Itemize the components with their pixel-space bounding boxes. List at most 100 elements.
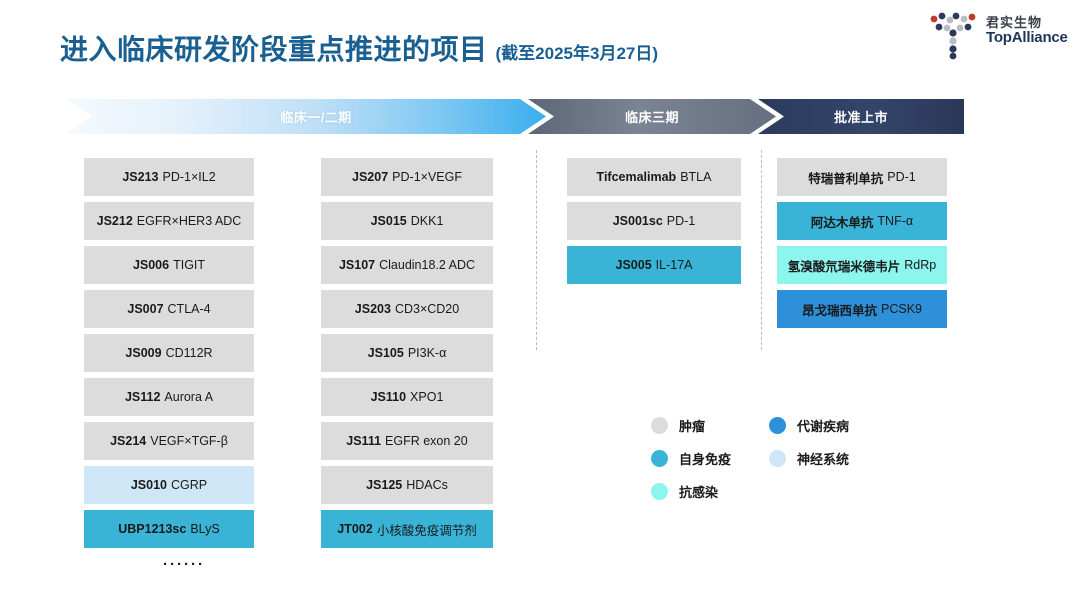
pipeline-card-target: PD-1 — [887, 170, 916, 184]
pipeline-card-code: JS001sc — [612, 214, 663, 228]
pipeline-card-code: JS112 — [124, 390, 161, 404]
phase-chevron-clinical-1-2: 临床一/二期 — [66, 99, 546, 134]
legend-color-dot — [769, 450, 786, 467]
pipeline-card-target: 小核酸免疫调节剂 — [376, 523, 477, 538]
pipeline-card-target: TNF-α — [877, 214, 914, 228]
pipeline-card-code: JS110 — [370, 390, 407, 404]
pipeline-card-code: UBP1213sc — [118, 522, 187, 536]
phase-label-clinical-1-2: 临床一/二期 — [280, 110, 352, 125]
logo-name-cn: 君实生物 — [986, 15, 1043, 30]
pipeline-card-target: CGRP — [171, 478, 208, 492]
legend-color-dot — [769, 417, 786, 434]
pipeline-card-target: EGFR×HER3 ADC — [136, 214, 242, 228]
pipeline-card-code: JS111 — [346, 434, 382, 448]
pipeline-card-code: JS010 — [130, 478, 168, 492]
pipeline-card-target: DKK1 — [410, 214, 444, 228]
pipeline-card-code: JS207 — [352, 170, 389, 184]
pipeline-card-target: BLyS — [190, 522, 220, 536]
pipeline-card-target: XPO1 — [410, 390, 444, 404]
pipeline-card-code: JS005 — [615, 258, 652, 272]
pipeline-card-code: JS213 — [122, 170, 159, 184]
pipeline-card-target: PD-1×VEGF — [392, 170, 462, 184]
legend-item-onc: 肿瘤 — [651, 416, 769, 435]
pipeline-card-target: CTLA-4 — [167, 302, 211, 316]
pipeline-card-target: HDACs — [406, 478, 448, 492]
more-projects-ellipsis: ······ — [163, 556, 205, 573]
phase-chevron-approved: 批准上市 — [758, 99, 964, 134]
legend-label: 自身免疫 — [679, 452, 732, 467]
pipeline-card-code: 阿达木单抗 — [810, 215, 874, 230]
legend-label: 抗感染 — [679, 485, 719, 500]
logo-wordmark: 君实生物 TopAlliance — [986, 16, 1068, 45]
category-legend: 肿瘤 代谢疾病自身免疫 神经系统抗感染 — [651, 409, 901, 508]
pipeline-card-code: JS009 — [125, 346, 162, 360]
legend-item-infect: 抗感染 — [651, 482, 769, 501]
legend-label: 代谢疾病 — [797, 419, 850, 434]
pipeline-card-target: PD-1 — [666, 214, 696, 228]
pipeline-card-code: 氢溴酸氘瑞米德韦片 — [787, 259, 901, 274]
pipeline-card-code: JT002 — [337, 522, 373, 536]
phase-chevron-clinical-3: 临床三期 — [528, 99, 776, 134]
pipeline-card-code: JS214 — [110, 434, 147, 448]
pipeline-card-code: JS105 — [367, 346, 404, 360]
pipeline-card-target: CD3×CD20 — [394, 302, 460, 316]
legend-item-auto: 自身免疫 — [651, 449, 769, 468]
column-separator-phase3 — [536, 150, 537, 350]
pipeline-card-code: JS007 — [127, 302, 164, 316]
pipeline-card-target: RdRp — [904, 258, 937, 272]
company-logo: 君实生物 TopAlliance — [916, 8, 1068, 62]
pipeline-card-target: Aurora A — [164, 390, 214, 404]
pipeline-card-code: JS107 — [338, 258, 376, 272]
legend-color-dot — [651, 483, 668, 500]
legend-label: 肿瘤 — [679, 419, 706, 434]
pipeline-card-target: VEGF×TGF-β — [150, 434, 228, 448]
pipeline-card-target: Claudin18.2 ADC — [379, 258, 476, 272]
pipeline-card-code: 特瑞普利单抗 — [808, 171, 884, 186]
phase-label-approved: 批准上市 — [833, 110, 888, 125]
pipeline-card-target: PD-1×IL2 — [162, 170, 216, 184]
legend-item-neuro: 神经系统 — [769, 449, 899, 468]
page-title-date: (截至2025年3月27日) — [495, 44, 659, 63]
pipeline-card-target: BTLA — [680, 170, 712, 184]
pipeline-card-code: JS212 — [96, 214, 133, 228]
pipeline-card-target: EGFR exon 20 — [385, 434, 468, 448]
phase-header-bar: 临床一/二期 临床三期 批准上市 — [66, 99, 964, 134]
column-separator-approved — [761, 150, 762, 350]
antibody-logo-icon — [930, 12, 976, 60]
logo-name-en: TopAlliance — [986, 28, 1068, 46]
phase-label-clinical-3: 临床三期 — [624, 110, 679, 125]
pipeline-card-code: JS203 — [354, 302, 391, 316]
legend-color-dot — [651, 417, 668, 434]
pipeline-card-target: TIGIT — [173, 258, 206, 272]
page-title-main: 进入临床研发阶段重点推进的项目 — [60, 34, 488, 65]
pipeline-card-target: PCSK9 — [881, 302, 922, 316]
page-title: 进入临床研发阶段重点推进的项目 (截至2025年3月27日) — [60, 28, 658, 68]
pipeline-card-code: JS125 — [366, 478, 403, 492]
